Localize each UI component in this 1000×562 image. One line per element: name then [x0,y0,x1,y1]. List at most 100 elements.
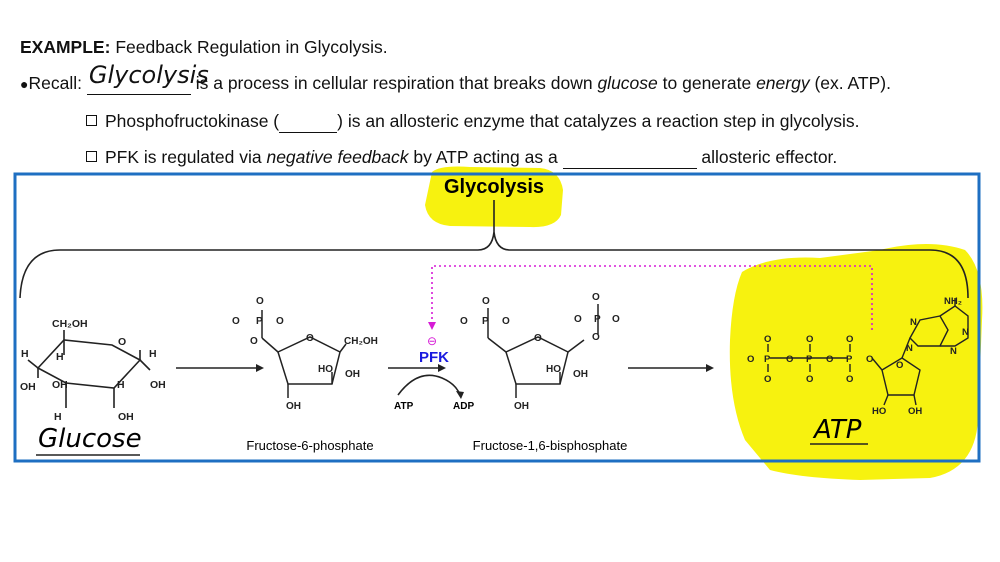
recall-energy: energy [756,73,810,93]
f16bp-o-left1: O [460,316,468,327]
atp-p-3: P [846,354,853,365]
glucose-oh3: OH [150,379,166,391]
glucose-h3: H [149,348,157,360]
atp-o-3: O [826,354,833,365]
glucose-ring-o: O [118,336,126,348]
recall-label: Recall: [28,73,82,93]
atp-ho: HO [872,406,886,417]
reg-line-a: PFK is regulated via [105,147,267,167]
f16bp-o-top1: O [482,296,490,307]
glycolysis-highlight [425,166,563,228]
f16bp-p2: P [594,314,601,325]
glucose-oh1: OH [20,381,36,393]
f16bp-ring-o: O [534,333,542,344]
f16bp-o-right2: O [612,314,620,325]
atp-p-1: P [764,354,771,365]
atp-o-2: O [786,354,793,365]
atp-highlight [729,244,983,480]
f6p-ring-o: O [306,333,314,344]
f16bp-labels: O O P O O O O P O O HO OH OH [460,292,620,412]
glycolysis-header: Glycolysis [444,176,544,198]
recall-text-b: to generate [657,73,757,93]
atp-o-down2: O [806,374,813,385]
example-heading: EXAMPLE: Feedback Regulation in Glycolys… [20,37,388,58]
atp-n2: N [962,327,969,338]
atp-o-up2: O [806,334,813,345]
glucose-structure [27,330,151,408]
glucose-h4: H [117,379,125,391]
inhibition-symbol: ⊖ [427,334,437,348]
atp-n3: N [950,346,957,357]
reg-line-b: by ATP acting as a [408,147,563,167]
glycolysis-brace [19,200,969,299]
f6p-labels: O O P O O O CH₂OH HO OH OH [232,296,378,412]
f16bp-o-left2: O [574,314,582,325]
atp-o-down3: O [846,374,853,385]
atp-nh2: NH₂ [944,296,962,307]
pfk-enzyme-label: PFK [419,349,449,366]
reaction-arrows [176,364,714,399]
inhibition-arrowhead [428,322,436,330]
recall-glucose: glucose [597,73,658,93]
f16bp-structure [487,304,599,398]
pfk-line: Phosphofructokinase ( ) is an allosteric… [86,111,859,133]
f16bp-o-right1: O [502,316,510,327]
f6p-caption: Fructose-6-phosphate [246,438,373,453]
reg-line-c: allosteric effector. [696,147,838,167]
atp-o-down1: O [764,374,771,385]
reg-negative-feedback: negative feedback [266,147,409,167]
checkbox-icon[interactable] [86,151,97,162]
f6p-structure [261,310,347,398]
recall-handwritten-answer: Glycolysis [88,61,209,89]
f16bp-oh-right: OH [573,369,588,380]
glucose-oh2: OH [52,379,68,391]
f6p-ho: HO [318,364,333,375]
f16bp-ho: HO [546,364,561,375]
atp-oh: OH [908,406,922,417]
diagram-frame [13,172,981,463]
atp-labels: NH₂ N N N N O P O P O P O O O O O O O O … [747,296,969,417]
f16bp-p1: P [482,316,489,327]
atp-n4: N [906,343,913,354]
glucose-h2: H [56,351,64,363]
f6p-o-right: O [276,316,284,327]
f6p-o-left: O [232,316,240,327]
f16bp-o-top2: O [592,292,600,303]
pfk-line-a: Phosphofructokinase ( [105,111,280,131]
atp-structure [767,298,969,406]
glucose-h1: H [21,348,29,360]
f6p-o-top: O [256,296,264,307]
recall-text-c: (ex. ATP). [809,73,891,93]
regulation-line: PFK is regulated via negative feedback b… [86,147,837,169]
pfk-blank [279,111,338,133]
atp-o-up1: O [764,334,771,345]
atp-ring-o: O [896,360,903,371]
effector-blank [562,147,697,169]
atp-o-4: O [866,354,873,365]
glucose-ch2oh: CH₂OH [52,318,88,330]
feedback-inhibition-line [431,265,873,330]
atp-o-up3: O [846,334,853,345]
f6p-p: P [256,316,263,327]
atp-cofactor: ATP [394,401,414,412]
example-label: EXAMPLE: [20,37,111,57]
example-text: Feedback Regulation in Glycolysis. [115,37,388,57]
f6p-o-bridge: O [250,336,258,347]
atp-o-1: O [747,354,754,365]
f6p-oh-right: OH [345,369,360,380]
glucose-labels: CH₂OH O H H H OH OH H OH H OH [20,318,166,423]
f6p-oh-bottom: OH [286,401,301,412]
atp-handwritten: ATP [812,415,862,445]
checkbox-icon[interactable] [86,115,97,126]
atp-n1: N [910,317,917,328]
atp-p-2: P [806,354,813,365]
recall-text-a: is a process in cellular respiration tha… [195,73,598,93]
recall-line: ●Recall: Glycolysis is a process in cell… [20,61,891,95]
glucose-oh4: OH [118,411,134,423]
glucose-h5: H [54,411,62,423]
f16bp-caption: Fructose-1,6-bisphosphate [473,438,628,453]
adp-product: ADP [453,401,474,412]
bullet-icon: ● [20,76,29,92]
pfk-line-b: ) is an allosteric enzyme that catalyzes… [337,111,860,131]
